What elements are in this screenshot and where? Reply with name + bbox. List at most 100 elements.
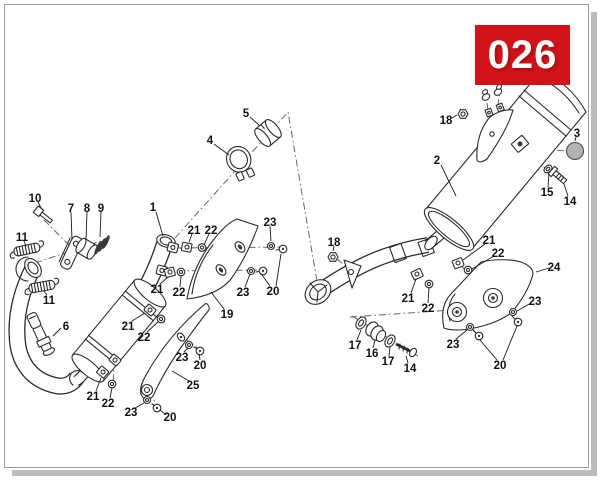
leader-line <box>574 136 577 142</box>
pipe-clamp <box>225 145 256 182</box>
part-number-4: 4 <box>207 135 214 147</box>
muffler-mount-block <box>510 134 530 153</box>
hex-nut <box>457 109 469 119</box>
part-number-10: 10 <box>29 193 42 205</box>
leader-line <box>131 312 146 322</box>
exhaust-spring <box>24 277 60 296</box>
leader-line <box>427 287 430 304</box>
leader-line <box>183 347 189 353</box>
leader-line <box>43 290 48 296</box>
leader-line <box>479 339 498 361</box>
part-number-15: 15 <box>541 187 554 199</box>
part-number-23: 23 <box>125 407 138 419</box>
header-pipe <box>8 234 180 395</box>
part-number-20: 20 <box>267 286 280 298</box>
part-number-7: 7 <box>68 203 74 215</box>
leader-line <box>213 143 230 156</box>
leader-line <box>471 255 495 270</box>
leader-line <box>356 329 362 341</box>
leader-line <box>332 245 335 252</box>
part-number-20: 20 <box>164 412 177 424</box>
leader-line <box>159 409 166 415</box>
part-number-8: 8 <box>84 203 91 215</box>
part-number-22: 22 <box>173 287 186 299</box>
part-number-22: 22 <box>102 398 115 410</box>
part-number-19: 19 <box>221 309 234 321</box>
part-number-1: 1 <box>150 202 157 214</box>
hex-nut <box>327 252 339 262</box>
leader-line <box>95 377 102 392</box>
leader-line <box>171 370 190 382</box>
part-number-16: 16 <box>366 348 379 360</box>
leader-line <box>155 211 164 237</box>
part-number-17: 17 <box>349 340 362 352</box>
leader-line <box>563 183 569 197</box>
mid-pipe <box>304 237 435 305</box>
part-number-22: 22 <box>205 225 218 237</box>
muffler <box>423 71 587 251</box>
part-number-6: 6 <box>63 321 69 333</box>
part-number-5: 5 <box>243 108 250 120</box>
pre-silencer <box>71 278 167 383</box>
leader-line <box>249 116 261 127</box>
page-shadow-right <box>591 12 597 475</box>
part-number-23: 23 <box>529 296 542 308</box>
leader-lines <box>23 114 577 415</box>
leader-line <box>109 387 113 399</box>
part-number-17: 17 <box>382 356 395 368</box>
part-number-25: 25 <box>187 380 200 392</box>
gasket-collar <box>75 237 98 260</box>
leader-line <box>179 275 182 288</box>
leader-line <box>244 273 251 288</box>
leader-line <box>210 291 225 310</box>
leader-line <box>159 276 169 285</box>
part-number-23: 23 <box>176 352 189 364</box>
leader-line <box>516 302 532 312</box>
part-number-23: 23 <box>447 339 460 351</box>
leader-line <box>451 114 458 119</box>
heat-shield-19 <box>186 218 259 300</box>
part-number-23: 23 <box>237 287 250 299</box>
part-number-18: 18 <box>440 115 453 127</box>
leader-line <box>37 201 42 209</box>
page-number-badge: 026 <box>475 25 570 85</box>
leader-line <box>52 327 62 337</box>
part-number-20: 20 <box>494 360 507 372</box>
leader-line <box>203 233 210 246</box>
part-number-2: 2 <box>434 155 440 167</box>
flange-bolt <box>32 205 53 224</box>
oxygen-sensor <box>26 312 56 356</box>
leader-line <box>388 346 391 357</box>
leader-line <box>440 164 457 197</box>
leader-line <box>547 173 550 188</box>
muffler-bracket <box>476 109 514 163</box>
part-number-21: 21 <box>122 321 135 333</box>
part-number-21: 21 <box>151 284 164 296</box>
part-number-9: 9 <box>98 203 104 215</box>
heat-shield-25 <box>140 303 210 400</box>
part-number-23: 23 <box>264 217 277 229</box>
leader-line <box>405 355 409 364</box>
part-number-20: 20 <box>194 360 207 372</box>
part-number-14: 14 <box>404 363 417 375</box>
leader-line <box>372 339 376 349</box>
leader-line <box>188 233 193 243</box>
leader-line <box>462 243 486 261</box>
part-number-22: 22 <box>492 248 505 260</box>
part-number-11: 11 <box>16 232 29 244</box>
part-number-3: 3 <box>574 128 580 140</box>
leader-line <box>455 329 468 340</box>
part-number-22: 22 <box>138 332 151 344</box>
page-shadow-bottom <box>12 470 597 476</box>
leader-line <box>70 211 73 241</box>
leader-line <box>410 278 417 294</box>
part-number-21: 21 <box>402 293 415 305</box>
leader-line <box>23 240 27 247</box>
leader-line <box>261 274 271 287</box>
part-number-24: 24 <box>548 262 561 274</box>
leader-line <box>535 267 550 273</box>
snap-ring <box>15 256 29 282</box>
part-number-11: 11 <box>43 295 56 307</box>
